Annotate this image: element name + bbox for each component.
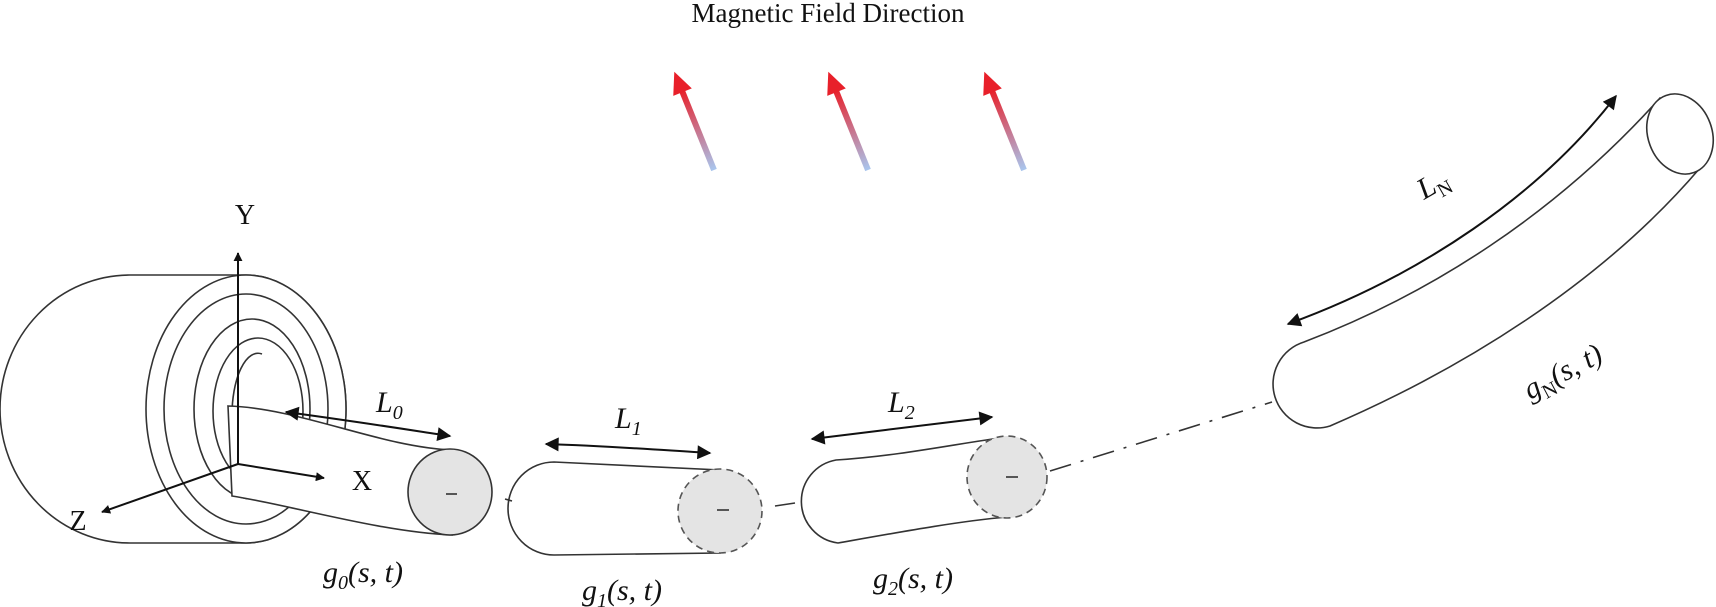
axis-label-y: Y	[235, 200, 255, 231]
segment-label-subscript: 2	[888, 578, 898, 600]
length-label-base: L	[887, 386, 905, 419]
segment-g2	[800, 435, 1048, 544]
length-label-subscript: 1	[632, 418, 642, 440]
segment-connectors	[504, 401, 1273, 507]
axis-label-x: X	[352, 466, 372, 497]
length-dimensions	[284, 94, 1617, 460]
segment-g0	[227, 405, 493, 536]
segment-label-subscript: 1	[597, 590, 607, 607]
length-label-l1: L1	[614, 402, 642, 440]
diagram-title: Magnetic Field Direction	[692, 0, 965, 28]
field-arrow	[983, 71, 1027, 172]
segment-label-base: g	[873, 562, 888, 595]
field-arrow	[827, 71, 871, 172]
magnetic-field-arrows	[673, 71, 1027, 172]
segment-label-g0: g0(s, t)	[323, 556, 403, 594]
length-label-ln: LN	[1410, 162, 1457, 211]
axis-label-z: Z	[69, 506, 86, 537]
segment-label-subscript: 0	[338, 572, 348, 594]
segment-gn	[1272, 93, 1714, 429]
segment-label-base: g	[323, 556, 338, 589]
length-label-base: L	[614, 402, 632, 435]
length-label-subscript: 2	[905, 402, 915, 424]
segment-label-args: (s, t)	[607, 574, 662, 607]
segment-label-args: (s, t)	[898, 562, 953, 595]
length-label-l2: L2	[887, 386, 915, 424]
length-label-base: L	[375, 386, 393, 419]
field-arrow	[673, 71, 717, 172]
length-label-l0: L0	[375, 386, 403, 424]
segment-g1	[507, 461, 763, 556]
segment-label-g2: g2(s, t)	[873, 562, 953, 600]
segment-label-g1: g1(s, t)	[582, 574, 662, 607]
segment-label-args: (s, t)	[348, 556, 403, 589]
length-label-subscript: 0	[393, 402, 403, 424]
segment-label-gn: gN(s, t)	[1518, 337, 1610, 410]
coordinate-axes: Y X Z	[69, 200, 372, 537]
segment-label-base: g	[582, 574, 597, 607]
